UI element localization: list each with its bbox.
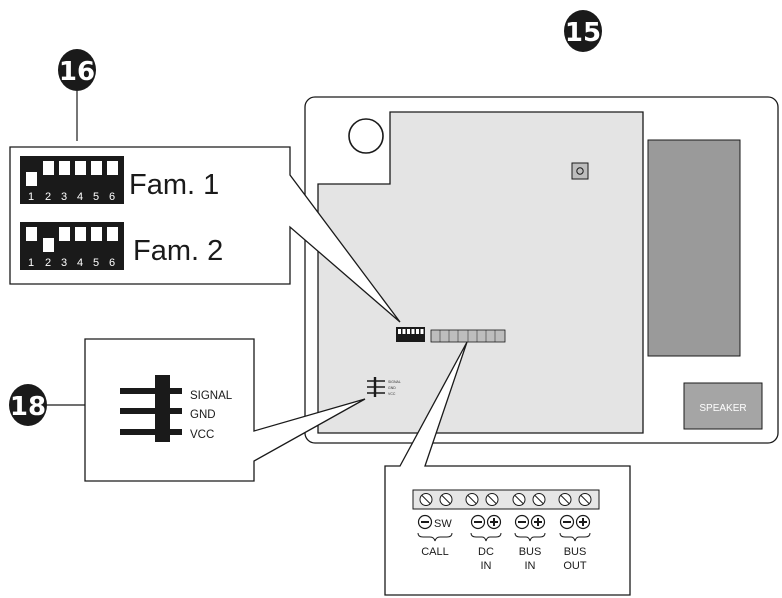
terminal-dc-in-label: IN	[481, 560, 492, 572]
dip-switch-fam-1: 1 2 3 4 5 6	[20, 156, 124, 204]
terminal-call-label: CALL	[421, 546, 449, 558]
pcb-terminal-block	[430, 329, 506, 343]
svg-text:18: 18	[10, 392, 46, 422]
pcb-dip-switch	[396, 327, 425, 342]
speaker-grille	[647, 139, 741, 357]
polarity-symbols: SW	[417, 514, 591, 530]
terminal-braces	[417, 532, 591, 542]
fam-2-label: Fam. 2	[133, 235, 223, 267]
svg-text:2: 2	[45, 257, 51, 269]
svg-text:4: 4	[77, 257, 83, 269]
pin-gnd-label: GND	[190, 409, 216, 421]
terminal-screws	[419, 493, 592, 506]
terminal-dc-label: DC	[478, 546, 494, 558]
pcb-pin-header: SIGNAL GND VCC	[367, 377, 401, 397]
pin-header-callout: SIGNAL GND VCC	[84, 338, 366, 482]
terminal-bus-out-label: OUT	[563, 560, 587, 572]
svg-text:SW: SW	[434, 518, 452, 530]
callout-16: 16	[58, 49, 96, 141]
svg-text:5: 5	[93, 257, 99, 269]
svg-text:4: 4	[77, 191, 83, 203]
speaker-label: SPEAKER	[699, 403, 746, 414]
terminal-strip	[412, 489, 600, 510]
pcb-button	[571, 162, 589, 180]
svg-text:6: 6	[109, 191, 115, 203]
mounting-hole	[348, 118, 384, 154]
svg-text:SIGNAL: SIGNAL	[388, 380, 401, 384]
fam-1-label: Fam. 1	[129, 169, 219, 201]
svg-text:VCC: VCC	[388, 392, 396, 396]
speaker-box	[683, 382, 763, 430]
svg-text:3: 3	[61, 191, 67, 203]
circuit-board	[317, 111, 644, 434]
svg-text:2: 2	[45, 191, 51, 203]
svg-text:5: 5	[93, 191, 99, 203]
dip-switch-fam-2: 1 2 3 4 5 6	[20, 222, 124, 270]
terminal-bus-label: BUS	[519, 546, 542, 558]
pin-vcc-label: VCC	[190, 429, 214, 441]
svg-text:6: 6	[109, 257, 115, 269]
dip-switch-callout: 1 2 3 4 5 6 Fam. 1 1 2 3 4 5 6 Fam. 2	[9, 146, 401, 323]
svg-text:3: 3	[61, 257, 67, 269]
terminal-bus-in-label: IN	[525, 560, 536, 572]
svg-text:1: 1	[28, 257, 34, 269]
svg-text:15: 15	[565, 18, 601, 48]
callout-15: 15	[564, 10, 602, 52]
svg-text:16: 16	[59, 57, 95, 87]
pin-signal-label: SIGNAL	[190, 390, 233, 402]
svg-text:GND: GND	[388, 386, 396, 390]
terminal-bus-out-top-label: BUS	[564, 546, 587, 558]
terminal-block-callout: SW CALL DC IN BUS	[384, 341, 631, 596]
callout-18: 18	[9, 384, 85, 426]
svg-text:1: 1	[28, 191, 34, 203]
